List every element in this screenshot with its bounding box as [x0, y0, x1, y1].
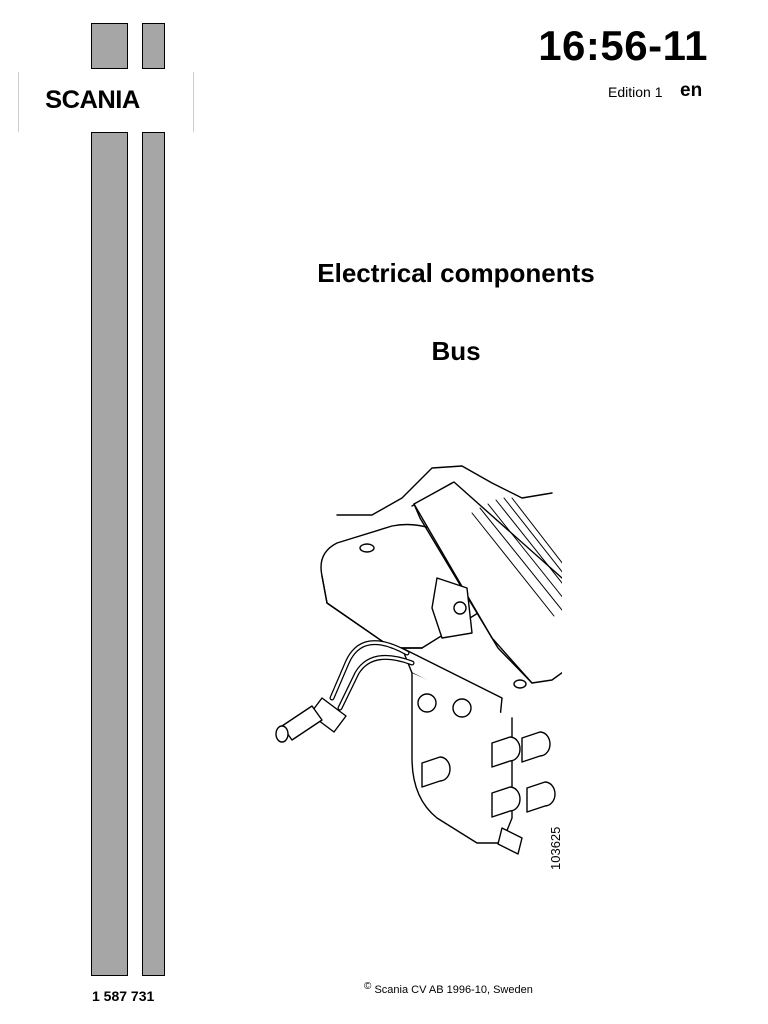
copyright-notice: © Scania CV AB 1996-10, Sweden — [364, 981, 533, 996]
right-bar-long — [142, 132, 165, 976]
page-subtitle: Bus — [431, 336, 481, 366]
copyright-text: Scania CV AB 1996-10, Sweden — [374, 984, 533, 996]
accelerator-pedal-icon — [275, 465, 562, 855]
left-bar-top — [91, 23, 128, 69]
copyright-symbol: © — [364, 981, 372, 992]
edition-label: Edition 1 — [608, 84, 663, 100]
part-number: 1 587 731 — [92, 988, 155, 1004]
right-bar-top — [142, 23, 165, 69]
logo-box — [18, 72, 194, 132]
language-code: en — [680, 80, 703, 101]
scania-logo: SCANIA — [45, 86, 140, 114]
page-title: Electrical components — [317, 258, 595, 288]
left-bar-long — [91, 132, 128, 976]
document-number: 16:56-11 — [538, 22, 708, 69]
figure-number: 103625 — [548, 826, 563, 870]
